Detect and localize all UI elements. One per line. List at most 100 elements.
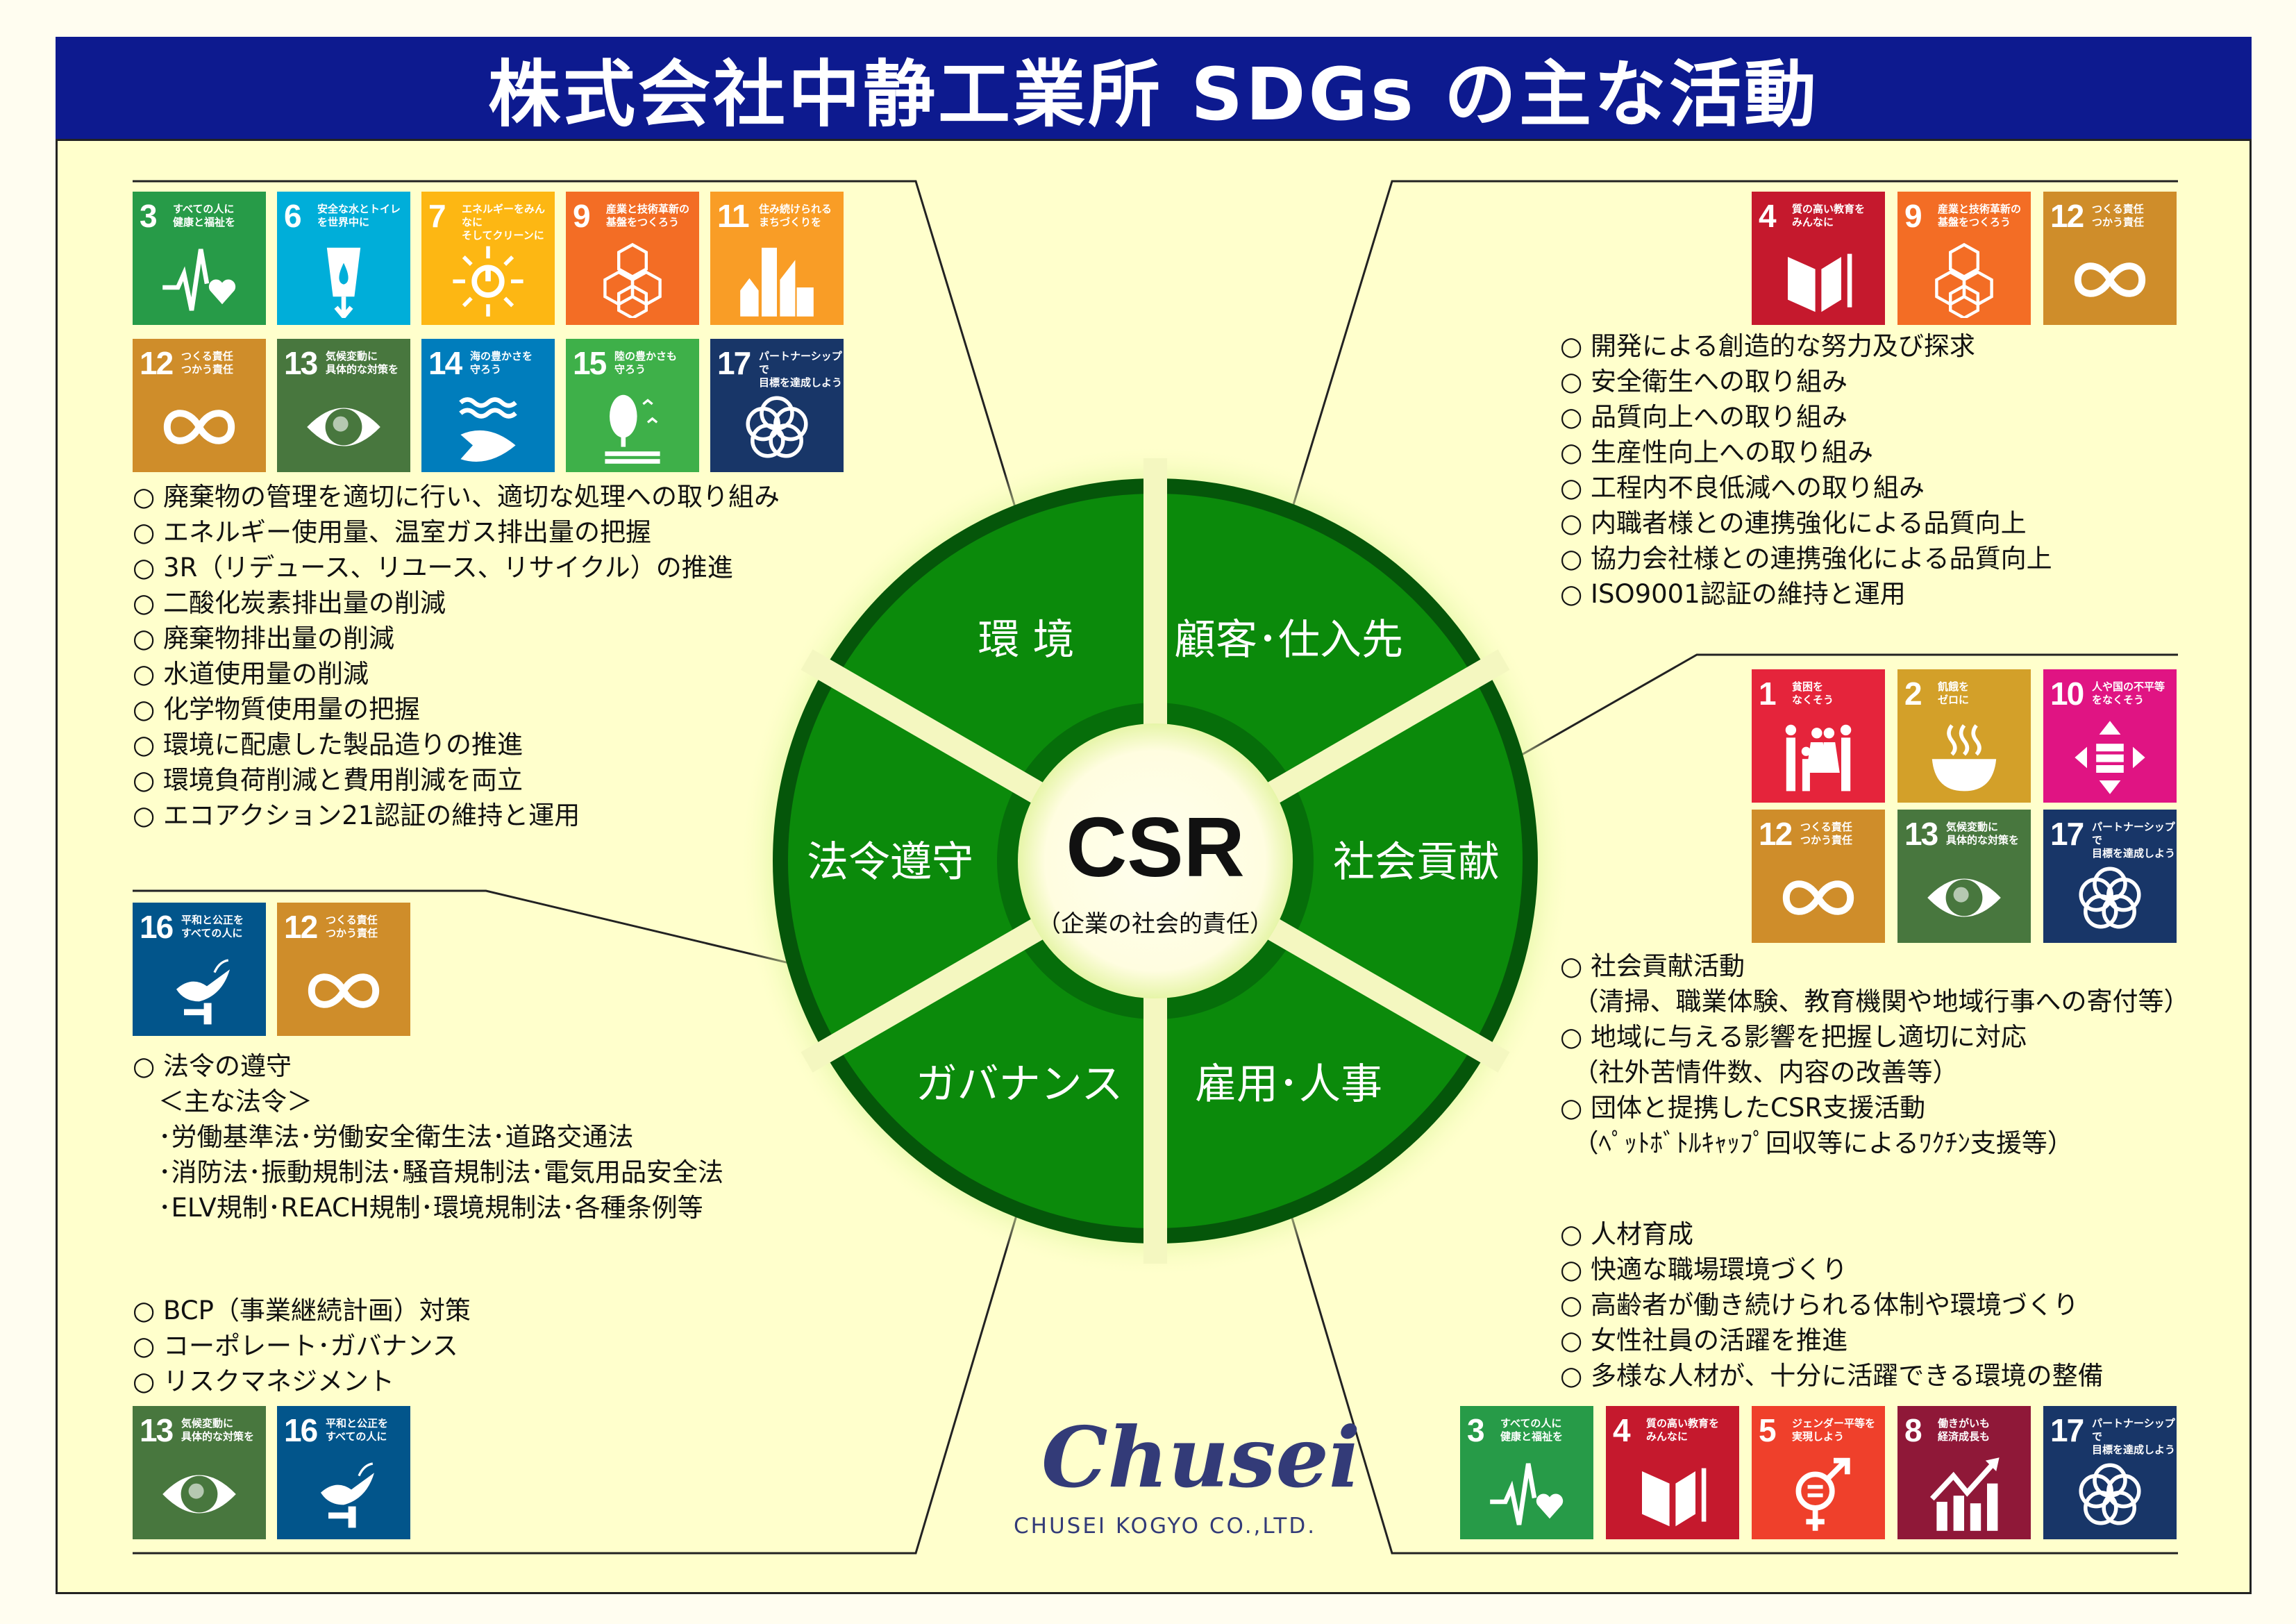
connector-governance xyxy=(133,1203,1021,1555)
sdg-goal-number: 12 xyxy=(1759,816,1793,852)
sdg-goal-number: 16 xyxy=(140,909,174,945)
sdg-goal-number: 7 xyxy=(428,198,446,234)
sdg-goal-13-tile: 13 気候変動に 具体的な対策を xyxy=(133,1406,266,1539)
sdg-goal-caption: つくる責任 つかう責任 xyxy=(181,350,234,376)
list-item: ○ リスクマネジメント xyxy=(133,1366,395,1396)
sdg-goal-caption: 働きがいも 経済成長も xyxy=(1938,1417,1991,1443)
connector-social xyxy=(1515,653,2178,760)
sdg-goal-caption: 産業と技術革新の 基盤をつくろう xyxy=(606,203,690,228)
company-logo: Chusei CHUSEI KOGYO CO.,LTD. xyxy=(1014,1409,1361,1539)
sdg-goal-number: 3 xyxy=(140,198,158,234)
csr-label: CSR xyxy=(1066,800,1245,894)
sdg-goal-caption: 陸の豊かさも 守ろう xyxy=(614,350,678,376)
csr-subtitle: （企業の社会的責任） xyxy=(1037,910,1273,938)
sdg-goal-caption: 気候変動に 具体的な対策を xyxy=(326,350,399,376)
list-item: ○ 団体と提携したCSR支援活動 xyxy=(1560,1093,1926,1123)
sdg-goal-9-tile: 9 産業と技術革新の 基盤をつくろう xyxy=(566,192,699,325)
company-name: CHUSEI KOGYO CO.,LTD. xyxy=(1014,1514,1317,1539)
list-item: ＜主な法令＞ xyxy=(133,1087,312,1116)
sdg-goal-number: 13 xyxy=(140,1412,174,1448)
segment-governance: ガバナンス xyxy=(916,1060,1123,1109)
list-item: ○ 協力会社様との連携強化による品質向上 xyxy=(1560,544,2052,574)
sdg-goal-caption: 質の高い教育を みんなに xyxy=(1646,1417,1720,1443)
list-item: ○ 安全衛生への取り組み xyxy=(1560,367,1848,396)
segment-legal: 法令遵守 xyxy=(807,838,973,887)
list-item: ○ 環境に配慮した製品造りの推進 xyxy=(133,730,523,760)
sdg-goal-number: 2 xyxy=(1904,676,1922,712)
page-title: 株式会社中静工業所 SDGs の主な活動 xyxy=(488,52,1819,137)
sdg-goal-number: 16 xyxy=(284,1412,318,1448)
sdg-goal-caption: 質の高い教育を みんなに xyxy=(1792,203,1866,228)
sdg-goal-number: 12 xyxy=(2050,198,2084,234)
sdg-goal-number: 3 xyxy=(1467,1412,1485,1448)
sdg-goal-number: 1 xyxy=(1759,676,1777,712)
sdg-goal-3-tile: 3 すべての人に 健康と福祉を xyxy=(1460,1406,1593,1539)
list-item: ○ 工程内不良低減への取り組み xyxy=(1560,473,1925,503)
customers-activity-list: ○ 開発による創造的な努力及び探求○ 安全衛生への取り組み○ 品質向上への取り組… xyxy=(1560,328,2052,612)
sdg-goal-number: 4 xyxy=(1613,1412,1631,1448)
sdg-goal-caption: パートナーシップで 目標を達成しよう xyxy=(2092,1417,2176,1456)
title-bar: 株式会社中静工業所 SDGs の主な活動 xyxy=(56,37,2252,141)
list-item: （清掃、職業体験、教育機関や地域行事への寄付等） xyxy=(1560,987,2190,1016)
list-item: ○ 開発による創造的な努力及び探求 xyxy=(1560,331,1975,361)
sdg-goal-number: 15 xyxy=(573,345,607,381)
list-item: ･労働基準法･労働安全衛生法･道路交通法 xyxy=(133,1122,634,1152)
connector-employment xyxy=(1287,1203,2178,1555)
sdg-goal-caption: 海の豊かさを 守ろう xyxy=(470,350,533,376)
sdg-goal-number: 10 xyxy=(2050,676,2084,712)
segment-environment: 環 境 xyxy=(978,616,1074,664)
list-item: ○ 地域に与える影響を把握し適切に対応 xyxy=(1560,1022,2027,1052)
sdg-goal-15-tile: 15 陸の豊かさも 守ろう xyxy=(566,339,699,472)
list-item: ○ エコアクション21認証の維持と運用 xyxy=(133,801,580,830)
employment-activity-list: ○ 人材育成○ 快適な職場環境づくり○ 高齢者が働き続けられる体制や環境づくり○… xyxy=(1560,1216,2104,1393)
sdg-goal-caption: パートナーシップで 目標を達成しよう xyxy=(759,350,843,389)
sdg-goal-caption: 産業と技術革新の 基盤をつくろう xyxy=(1938,203,2022,228)
sdg-goal-number: 9 xyxy=(573,198,591,234)
sdg-goal-2-tile: 2 飢餓を ゼロに xyxy=(1897,669,2031,803)
sdg-goal-14-tile: 14 海の豊かさを 守ろう xyxy=(421,339,555,472)
sdg-goal-caption: 気候変動に 具体的な対策を xyxy=(1946,821,2020,846)
social-activity-list: ○ 社会貢献活動 （清掃、職業体験、教育機関や地域行事への寄付等）○ 地域に与え… xyxy=(1560,948,2190,1161)
list-item: ○ 二酸化炭素排出量の削減 xyxy=(133,588,446,618)
segment-customers: 顧客･仕入先 xyxy=(1174,616,1403,664)
list-item: ○ コーポレート･ガバナンス xyxy=(133,1331,458,1361)
sdg-goal-caption: ジェンダー平等を 実現しよう xyxy=(1792,1417,1876,1443)
sdg-goal-16-tile: 16 平和と公正を すべての人に xyxy=(277,1406,410,1539)
sdg-goal-caption: 気候変動に 具体的な対策を xyxy=(181,1417,255,1443)
sdg-goal-number: 14 xyxy=(428,345,462,381)
list-item: ○ 女性社員の活躍を推進 xyxy=(1560,1325,1848,1355)
list-item: ○ 快適な職場環境づくり xyxy=(1560,1255,1848,1284)
list-item: ○ ISO9001認証の維持と運用 xyxy=(1560,579,1906,609)
list-item: （ﾍﾟｯﾄﾎﾞﾄﾙｷｬｯﾌﾟ回収等によるﾜｸﾁﾝ支援等） xyxy=(1560,1128,2073,1158)
sdg-goal-caption: すべての人に 健康と福祉を xyxy=(1500,1417,1564,1443)
sdg-goal-number: 17 xyxy=(2050,816,2084,852)
list-item: （社外苦情件数、内容の改善等） xyxy=(1560,1057,1959,1087)
list-item: ○ BCP（事業継続計画）対策 xyxy=(133,1296,471,1325)
list-item: ○ 内職者様との連携強化による品質向上 xyxy=(1560,508,2027,538)
sdg-goal-caption: 平和と公正を すべての人に xyxy=(326,1417,389,1443)
sdg-goal-caption: 安全な水とトイレ を世界中に xyxy=(317,203,401,228)
list-item: ○ 多様な人材が、十分に活躍できる環境の整備 xyxy=(1560,1361,2104,1391)
list-item: ･消防法･振動規制法･騒音規制法･電気用品安全法 xyxy=(133,1157,723,1187)
sdg-goal-number: 17 xyxy=(717,345,751,381)
sdg-goal-caption: 飢餓を ゼロに xyxy=(1938,680,1970,706)
segment-employment: 雇用･人事 xyxy=(1195,1060,1382,1109)
segment-social: 社会貢献 xyxy=(1333,838,1500,887)
